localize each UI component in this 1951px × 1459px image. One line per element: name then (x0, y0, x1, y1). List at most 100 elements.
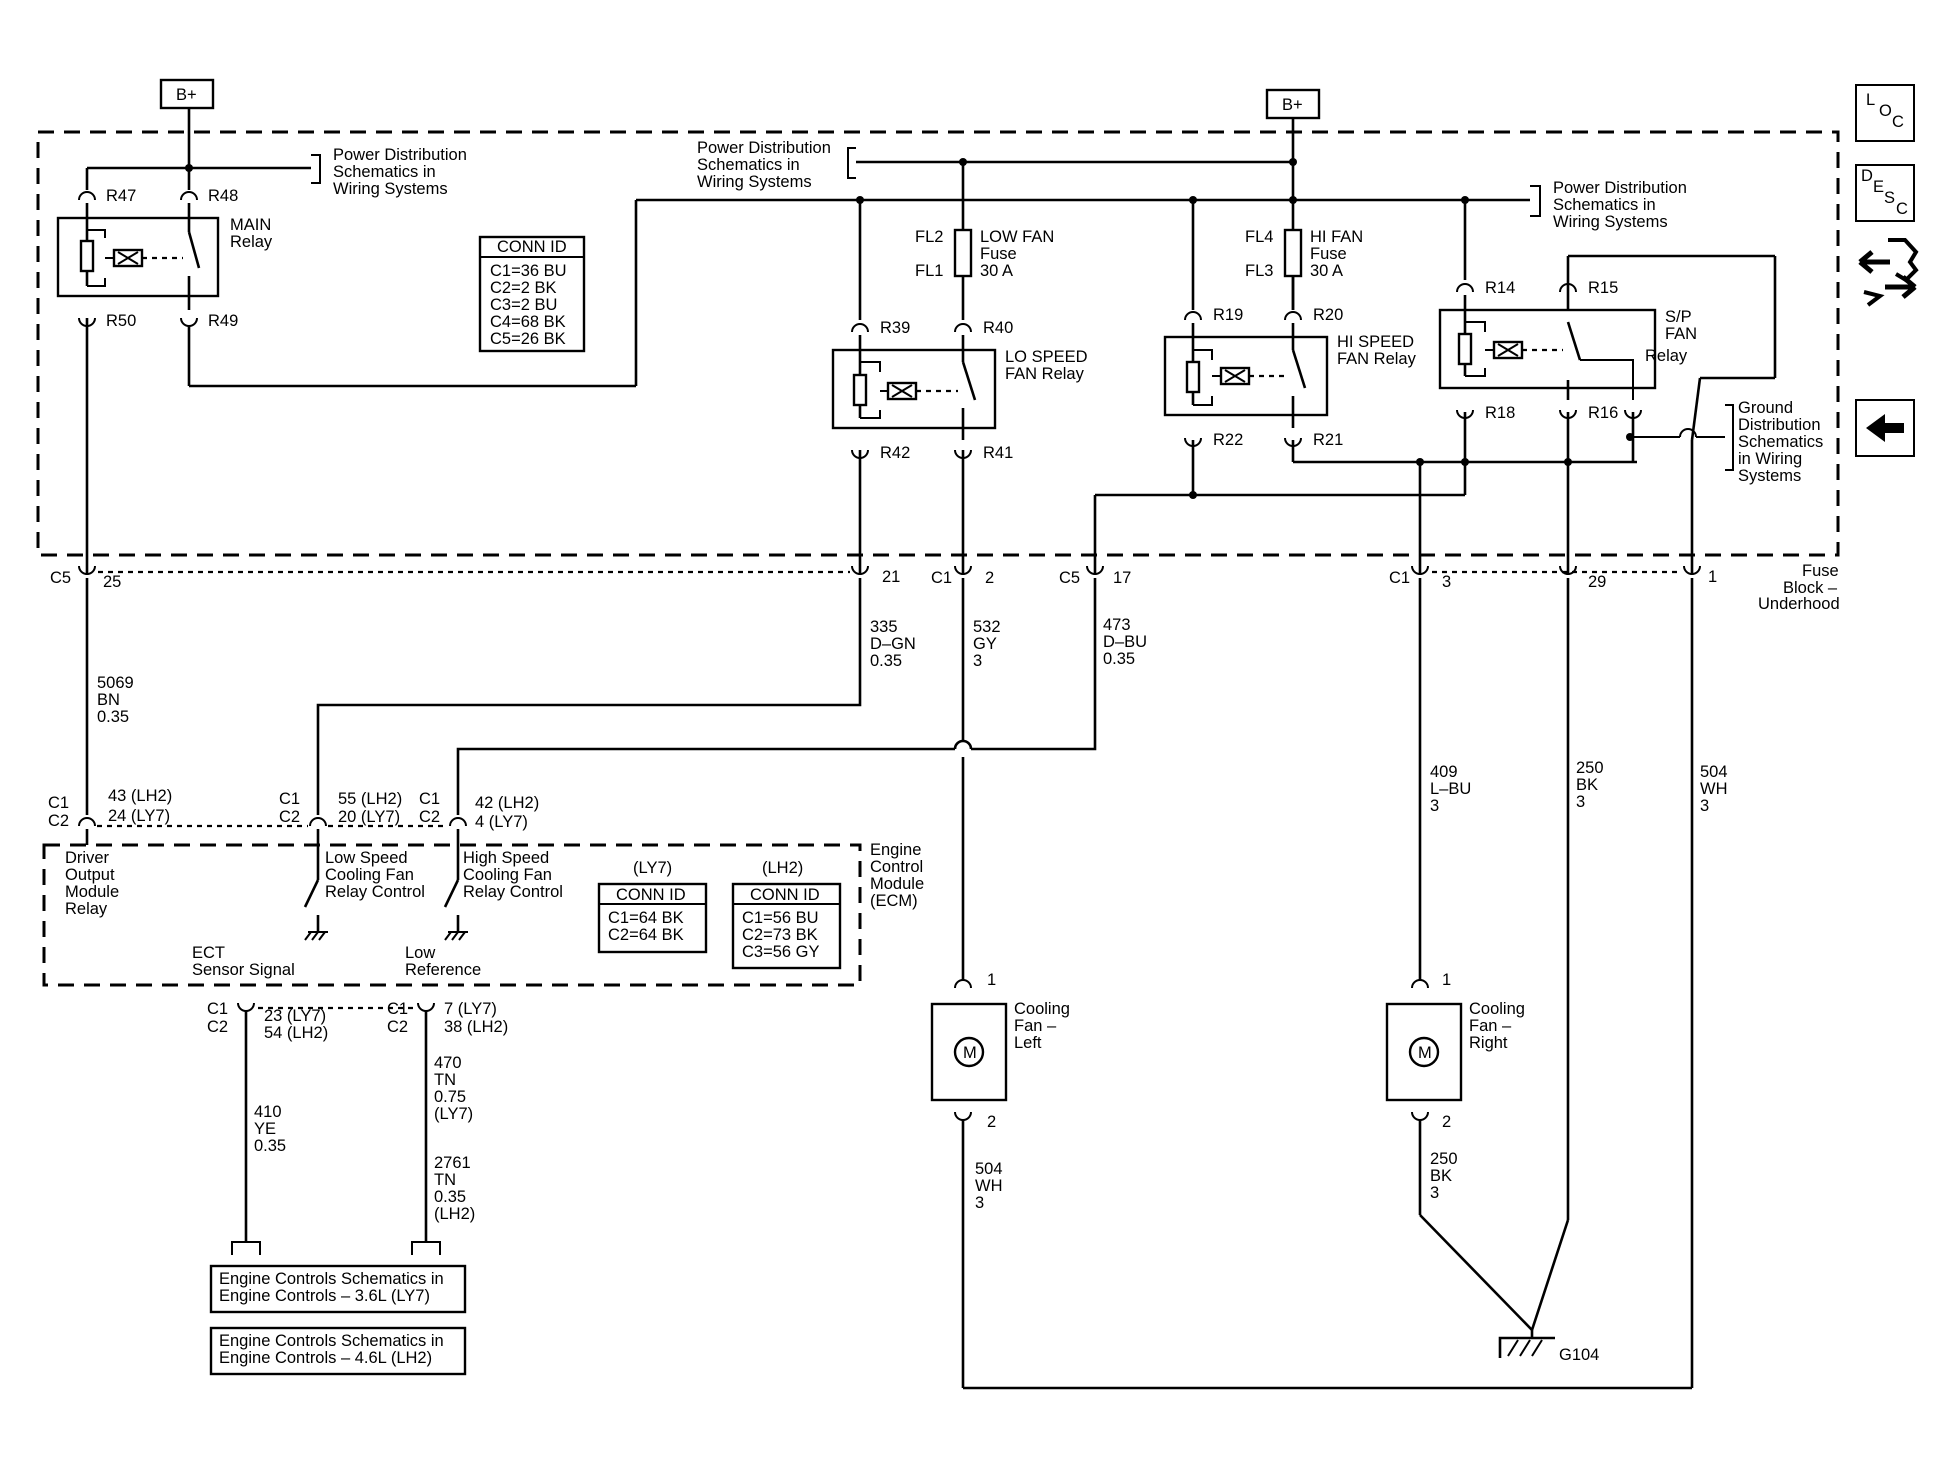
fuse-block-conn-id: CONN ID C1=36 BU C2=2 BK C3=2 BU C4=68 B… (478, 235, 586, 353)
ecm-label-1: Engine (870, 841, 921, 859)
ect-label-2: Sensor Signal (192, 961, 295, 979)
fuse-conn-title: CONN ID (497, 238, 567, 256)
ecm-p4-c2: C2 (207, 1018, 228, 1036)
ground-dist-ref[interactable]: Ground Distribution Schematics in Wiring… (1738, 399, 1823, 485)
ecm-p3-c2: C2 (419, 808, 440, 826)
pin-r48: R48 (208, 187, 238, 205)
conn-25: 25 (103, 573, 121, 591)
fan-right-label-1: Cooling (1469, 1000, 1525, 1018)
low-ctrl-3: Relay Control (325, 883, 425, 901)
cooling-fan-right: M 1 2 Cooling Fan – Right 250 BK 3 (1385, 971, 1570, 1331)
w532-2: GY (973, 635, 997, 653)
hi-relay-label-2: FAN Relay (1337, 350, 1417, 368)
bplus-left: B+ (159, 78, 215, 110)
conn-c5-b: C5 (1059, 569, 1080, 587)
engine-ref-ly7[interactable]: Engine Controls Schematics in Engine Con… (209, 1264, 467, 1314)
fuse-block-label-1: Fuse (1802, 562, 1839, 580)
desc-button[interactable]: D E S C (1855, 164, 1915, 222)
bplus-left-label: B+ (176, 86, 197, 104)
wire-labels: 5069 BN 0.35 335 D–GN 0.35 532 GY 3 473 … (97, 616, 1728, 815)
low-ctrl-2: Cooling Fan (325, 866, 414, 884)
ground-ref-l2: Distribution (1738, 416, 1821, 434)
low-fuse-label-3: 30 A (980, 262, 1013, 280)
connector-icon[interactable] (1858, 238, 1919, 307)
pd-ref-top-right-l1: Power Distribution (1553, 179, 1687, 197)
w532-1: 532 (973, 618, 1001, 636)
ecm-p2-a: 55 (LH2) (338, 790, 402, 808)
w504b-2: WH (975, 1177, 1003, 1195)
engine-ref-lh2[interactable]: Engine Controls Schematics in Engine Con… (209, 1326, 467, 1376)
desc-s: S (1884, 189, 1895, 207)
high-ctrl-2: Cooling Fan (463, 866, 552, 884)
pd-ref-top-mid[interactable]: Power Distribution Schematics in Wiring … (697, 139, 831, 191)
ecm-label-4: (ECM) (870, 892, 918, 910)
ecm-p1-c2: C2 (48, 812, 69, 830)
loc-button[interactable]: L O C (1855, 84, 1915, 142)
pd-ref-top-mid-l1: Power Distribution (697, 139, 831, 157)
pin-r49: R49 (208, 312, 238, 330)
ecm-p5-c1: C1 (387, 1000, 408, 1018)
middle-wiring (85, 578, 1694, 1388)
back-arrow-button[interactable] (1855, 399, 1915, 457)
ecm-p1-c1: C1 (48, 794, 69, 812)
ly7-row-2: C2=64 BK (608, 926, 684, 944)
loc-o: O (1879, 102, 1892, 120)
w335-3: 0.35 (870, 652, 902, 670)
ecm-p5-a: 7 (LY7) (444, 1000, 497, 1018)
ground-ref-l5: Systems (1738, 467, 1801, 485)
w473-3: 0.35 (1103, 650, 1135, 668)
loc-c: C (1892, 113, 1904, 131)
main-relay-label-2: Relay (230, 233, 273, 251)
ground-ref-l1: Ground (1738, 399, 1793, 417)
pin-r14: R14 (1485, 279, 1515, 297)
ect-label-1: ECT (192, 944, 225, 962)
w504a-2: WH (1700, 780, 1728, 798)
conn-c1-a: C1 (931, 569, 952, 587)
pin-r41: R41 (983, 444, 1013, 462)
hi-fuse-label-1: HI FAN (1310, 228, 1363, 246)
fuse-conn-row-1: C1=36 BU (490, 262, 567, 280)
ecm-p3-b: 4 (LY7) (475, 813, 528, 831)
top-wiring (85, 108, 1777, 441)
fan-left-label-3: Left (1014, 1034, 1042, 1052)
w250b-2: BK (1430, 1167, 1452, 1185)
pd-ref-top-left-l2: Schematics in (333, 163, 436, 181)
loc-l: L (1866, 91, 1875, 109)
pd-ref-top-left[interactable]: Power Distribution Schematics in Wiring … (333, 146, 467, 198)
w335-1: 335 (870, 618, 898, 636)
fan-left-motor: M (963, 1044, 977, 1062)
hi-relay-label-1: HI SPEED (1337, 333, 1414, 351)
conn-29: 29 (1588, 573, 1606, 591)
pd-ref-top-right[interactable]: Power Distribution Schematics in Wiring … (1553, 179, 1687, 231)
ecm-p3-c1: C1 (419, 790, 440, 808)
fuse-conn-row-3: C3=2 BU (490, 296, 557, 314)
ecm-p5-c2: C2 (387, 1018, 408, 1036)
pin-r20: R20 (1313, 306, 1343, 324)
pd-ref-top-left-l3: Wiring Systems (333, 180, 448, 198)
fan-left-label-2: Fan – (1014, 1017, 1057, 1035)
hi-fuse-id-1: FL4 (1245, 228, 1273, 246)
ecm-p2-c1: C1 (279, 790, 300, 808)
conn-1: 1 (1708, 568, 1717, 586)
pin-r39: R39 (880, 319, 910, 337)
w250a-3: 3 (1576, 793, 1585, 811)
conn-21: 21 (882, 568, 900, 586)
fuse-block-outline (36, 130, 1840, 557)
lh2-title: CONN ID (750, 886, 820, 904)
ground-label: G104 (1559, 1346, 1599, 1364)
ecm-p1-b: 24 (LY7) (108, 807, 170, 825)
conn-17: 17 (1113, 569, 1131, 587)
w504a-1: 504 (1700, 763, 1728, 781)
main-relay-label-1: MAIN (230, 216, 271, 234)
w410-2: YE (254, 1120, 276, 1138)
back-arrow-icon (1866, 414, 1904, 442)
hi-fuse-id-2: FL3 (1245, 262, 1273, 280)
hi-fuse-label-3: 30 A (1310, 262, 1343, 280)
hi-to-c5-wiring (1093, 462, 1465, 575)
engine-ly7-2: Engine Controls – 3.6L (LY7) (219, 1287, 430, 1305)
w409-1: 409 (1430, 763, 1458, 781)
fan-left-pin1: 1 (987, 971, 996, 989)
desc-c: C (1896, 200, 1908, 218)
lo-relay-label-1: LO SPEED (1005, 348, 1088, 366)
w2761-2: TN (434, 1171, 456, 1189)
